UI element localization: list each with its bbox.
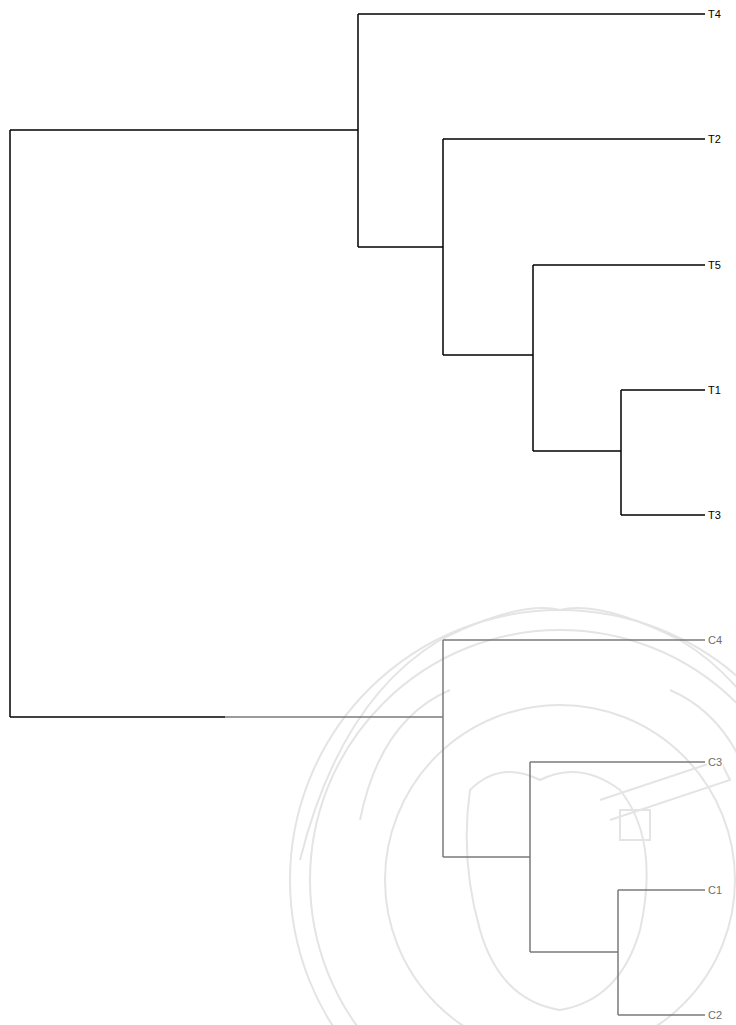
leaf-label: C2 [707, 1009, 723, 1022]
leaf-label: C3 [707, 756, 723, 769]
tree-bottom-cluster [225, 640, 705, 1015]
leaf-label: T1 [707, 384, 722, 397]
leaf-label: C1 [707, 884, 723, 897]
leaf-label: T4 [707, 8, 722, 21]
leaf-label: T3 [707, 509, 722, 522]
tree-top-cluster [10, 14, 705, 717]
watermark-seal [290, 608, 736, 1025]
leaf-label: C4 [707, 634, 723, 647]
leaf-label: T5 [707, 259, 722, 272]
leaf-label: T2 [707, 133, 722, 146]
